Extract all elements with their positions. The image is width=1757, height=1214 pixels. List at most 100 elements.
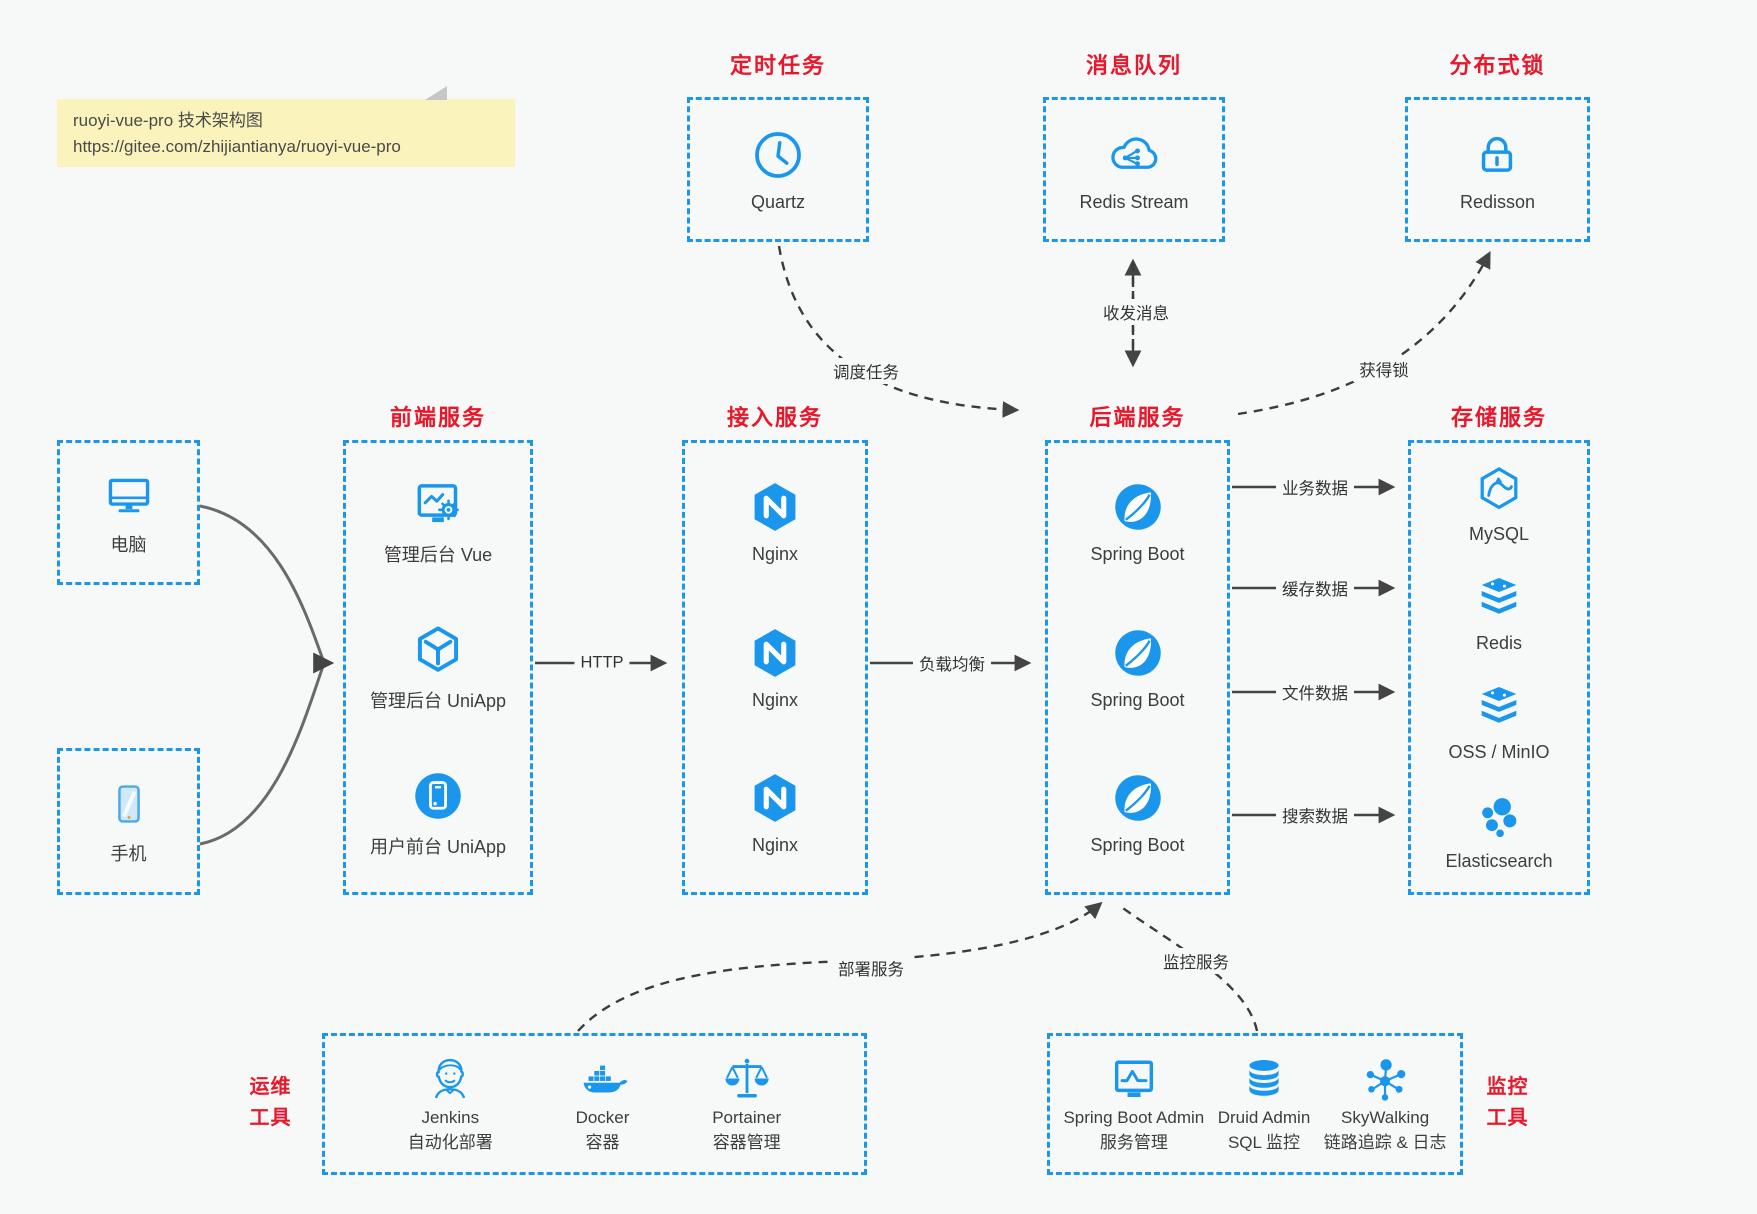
lock-icon (1469, 127, 1525, 183)
node-sublabel: 服务管理 (1099, 1133, 1168, 1152)
storage-title: 存储服务 (1450, 405, 1547, 430)
monitor-edge-label: 监控服务 (1157, 948, 1235, 974)
load-balance-edge-label: 负载均衡 (913, 650, 991, 676)
distributed-lock-group-box: Redisson (1405, 97, 1590, 242)
jenkins-icon (424, 1053, 476, 1105)
monitor-tools-title-line1: 监控 (1486, 1076, 1529, 1098)
frontend-title: 前端服务 (389, 405, 486, 430)
node-label: Docker (575, 1108, 630, 1128)
note-title: ruoyi-vue-pro 技术架构图 (73, 111, 263, 130)
message-queue-group-box: Redis Stream (1043, 97, 1225, 242)
scheduled-job-title: 定时任务 (729, 53, 826, 78)
node-nginx-3: Nginx (685, 740, 865, 886)
mysql-icon (1473, 463, 1525, 515)
node-label: OSS / MinIO (1448, 742, 1550, 763)
node-label: Spring Boot (1090, 543, 1185, 564)
node-sublabel: 容器 (585, 1133, 620, 1152)
node-label: 管理后台 UniApp (369, 691, 507, 711)
pc-client-box: 电脑 (57, 440, 200, 585)
nginx-icon (747, 625, 803, 681)
spring-boot-icon (1110, 479, 1166, 535)
node-label: Redisson (1459, 191, 1536, 212)
monitor-tools-title-line2: 工具 (1486, 1107, 1529, 1129)
node-label: 电脑 (110, 535, 147, 555)
acquire-lock-edge-label: 获得锁 (1353, 356, 1415, 382)
portainer-scales-icon (721, 1053, 773, 1105)
ops-tools-title-line2: 工具 (249, 1107, 292, 1129)
node-pc: 电脑 (102, 449, 156, 576)
storage-group-box: MySQL Redis OSS / MinIO Elasticsearch (1408, 440, 1590, 895)
node-label: 用户前台 UniApp (369, 836, 507, 857)
node-springboot-1: Spring Boot (1048, 449, 1227, 595)
schedule-task-dashed-arrow (777, 245, 1020, 418)
cloud-share-icon (1106, 127, 1162, 183)
phone-to-frontend-curve (199, 665, 325, 846)
ops-tools-group-box: Jenkins 自动化部署 Docker 容器 Portainer 容器管理 (322, 1033, 867, 1175)
node-jenkins: Jenkins 自动化部署 (408, 1053, 493, 1155)
node-sublabel: 自动化部署 (407, 1133, 493, 1152)
acquire-lock-dashed-arrow (1237, 251, 1491, 416)
admin-vue-icon (410, 476, 466, 532)
access-group-box: Nginx Nginx Nginx (682, 440, 868, 895)
node-label: Elasticsearch (1445, 851, 1553, 872)
access-title: 接入服务 (726, 405, 823, 430)
uniapp-cube-icon (410, 622, 466, 678)
spring-boot-icon (1110, 770, 1166, 826)
node-redis-stream: Redis Stream (1079, 106, 1189, 233)
node-label: Portainer (712, 1108, 782, 1128)
node-portainer: Portainer 容器管理 (712, 1053, 781, 1155)
messages-edge-label: 收发消息 (1097, 299, 1175, 325)
node-nginx-1: Nginx (685, 449, 865, 595)
nginx-icon (747, 770, 803, 826)
node-label: Redis Stream (1079, 191, 1189, 212)
node-label: Redis (1475, 632, 1523, 653)
node-docker: Docker 容器 (575, 1053, 630, 1155)
frontend-group-box: 管理后台 Vue 管理后台 UniApp 用户前台 UniApp (343, 440, 533, 895)
ops-tools-title: 运维 工具 (233, 1072, 308, 1134)
distributed-lock-title: 分布式锁 (1449, 53, 1546, 78)
node-admin-vue: 管理后台 Vue (346, 449, 530, 595)
clock-icon (750, 127, 806, 183)
node-label: Spring Boot Admin (1063, 1108, 1205, 1128)
node-sublabel: SQL 监控 (1227, 1133, 1301, 1152)
node-elasticsearch: Elasticsearch (1411, 777, 1587, 886)
ops-tools-title-line1: 运维 (249, 1076, 292, 1098)
nginx-icon (747, 479, 803, 535)
cache-data-edge-label: 缓存数据 (1276, 575, 1354, 601)
node-redisson: Redisson (1460, 106, 1535, 233)
business-data-edge-label: 业务数据 (1276, 474, 1354, 500)
node-label: Spring Boot (1090, 689, 1185, 710)
backend-group-box: Spring Boot Spring Boot Spring Boot (1045, 440, 1230, 895)
node-label: 管理后台 Vue (383, 545, 493, 566)
node-phone: 手机 (102, 757, 156, 886)
elasticsearch-icon (1473, 790, 1525, 842)
node-label: Druid Admin (1217, 1108, 1311, 1128)
node-druid-admin: Druid Admin SQL 监控 (1217, 1053, 1311, 1155)
skywalking-icon (1359, 1053, 1411, 1105)
message-queue-title: 消息队列 (1085, 53, 1182, 78)
node-sublabel: 链路追踪 & 日志 (1323, 1133, 1447, 1152)
node-skywalking: SkyWalking 链路追踪 & 日志 (1324, 1053, 1447, 1155)
node-oss-minio: OSS / MinIO (1411, 668, 1587, 777)
node-user-uniapp: 用户前台 UniApp (346, 740, 530, 886)
schedule-edge-label: 调度任务 (827, 358, 905, 384)
spring-boot-admin-icon (1108, 1053, 1160, 1105)
node-label: MySQL (1468, 523, 1529, 544)
desktop-icon (102, 468, 156, 522)
file-data-edge-label: 文件数据 (1276, 679, 1354, 705)
node-label: 手机 (110, 844, 147, 864)
node-label: SkyWalking (1341, 1108, 1430, 1128)
node-springboot-2: Spring Boot (1048, 595, 1227, 741)
node-label: Nginx (751, 835, 799, 856)
spring-boot-icon (1110, 625, 1166, 681)
note-fold-corner (425, 86, 447, 100)
sticky-note: ruoyi-vue-pro 技术架构图 https://gitee.com/zh… (57, 86, 515, 167)
node-springboot-3: Spring Boot (1048, 740, 1227, 886)
node-redis: Redis (1411, 558, 1587, 667)
node-label: Nginx (751, 543, 799, 564)
node-quartz: Quartz (750, 106, 806, 233)
node-label: Spring Boot (1090, 835, 1185, 856)
node-nginx-2: Nginx (685, 595, 865, 741)
deploy-edge-label: 部署服务 (832, 955, 910, 981)
